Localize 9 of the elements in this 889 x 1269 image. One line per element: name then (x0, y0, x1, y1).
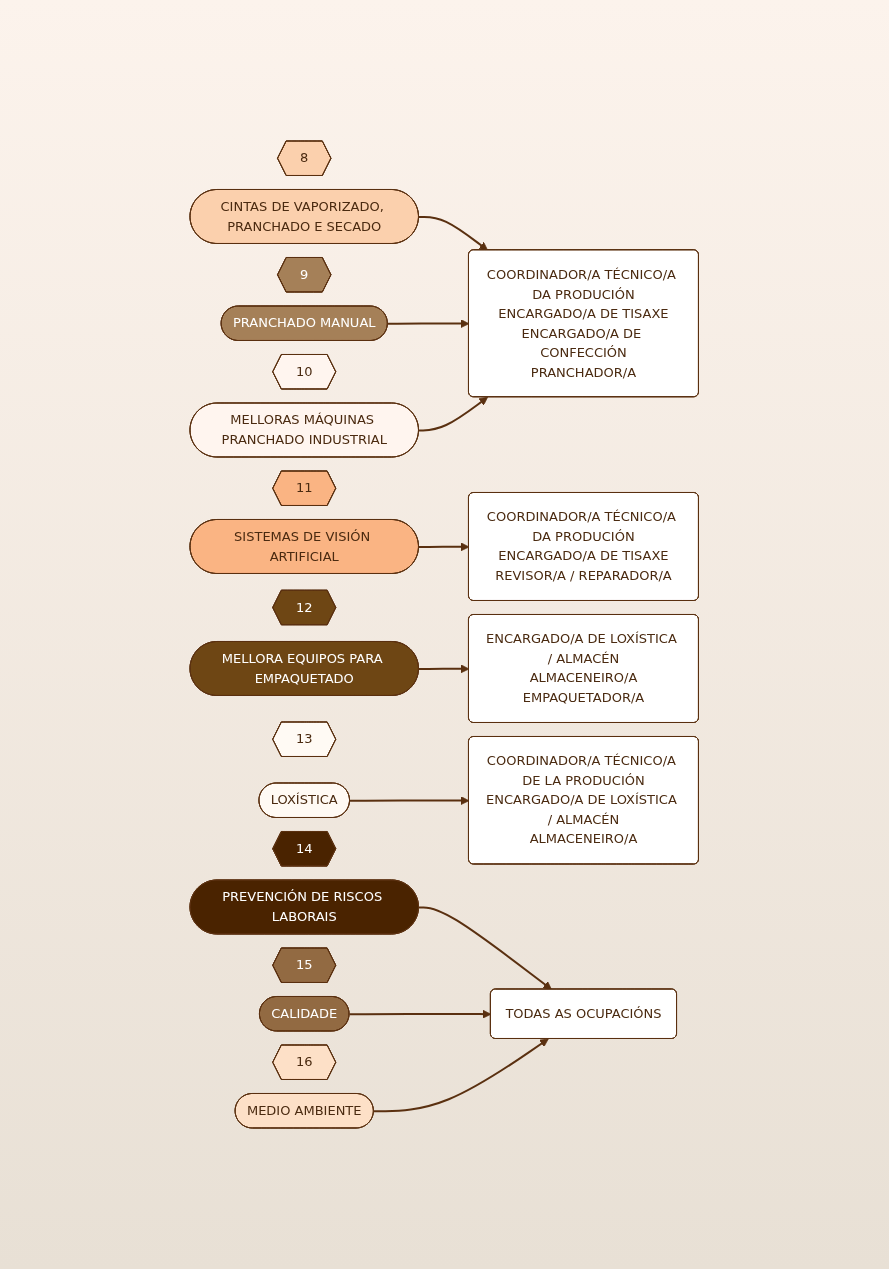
arrow (418, 906, 553, 990)
arrow (418, 542, 470, 552)
arrow (387, 319, 470, 328)
arrow (418, 664, 470, 674)
arrow (418, 215, 489, 251)
arrow (348, 1009, 492, 1019)
arrow (418, 396, 489, 432)
arrow (373, 1038, 549, 1113)
arrow (349, 796, 470, 805)
